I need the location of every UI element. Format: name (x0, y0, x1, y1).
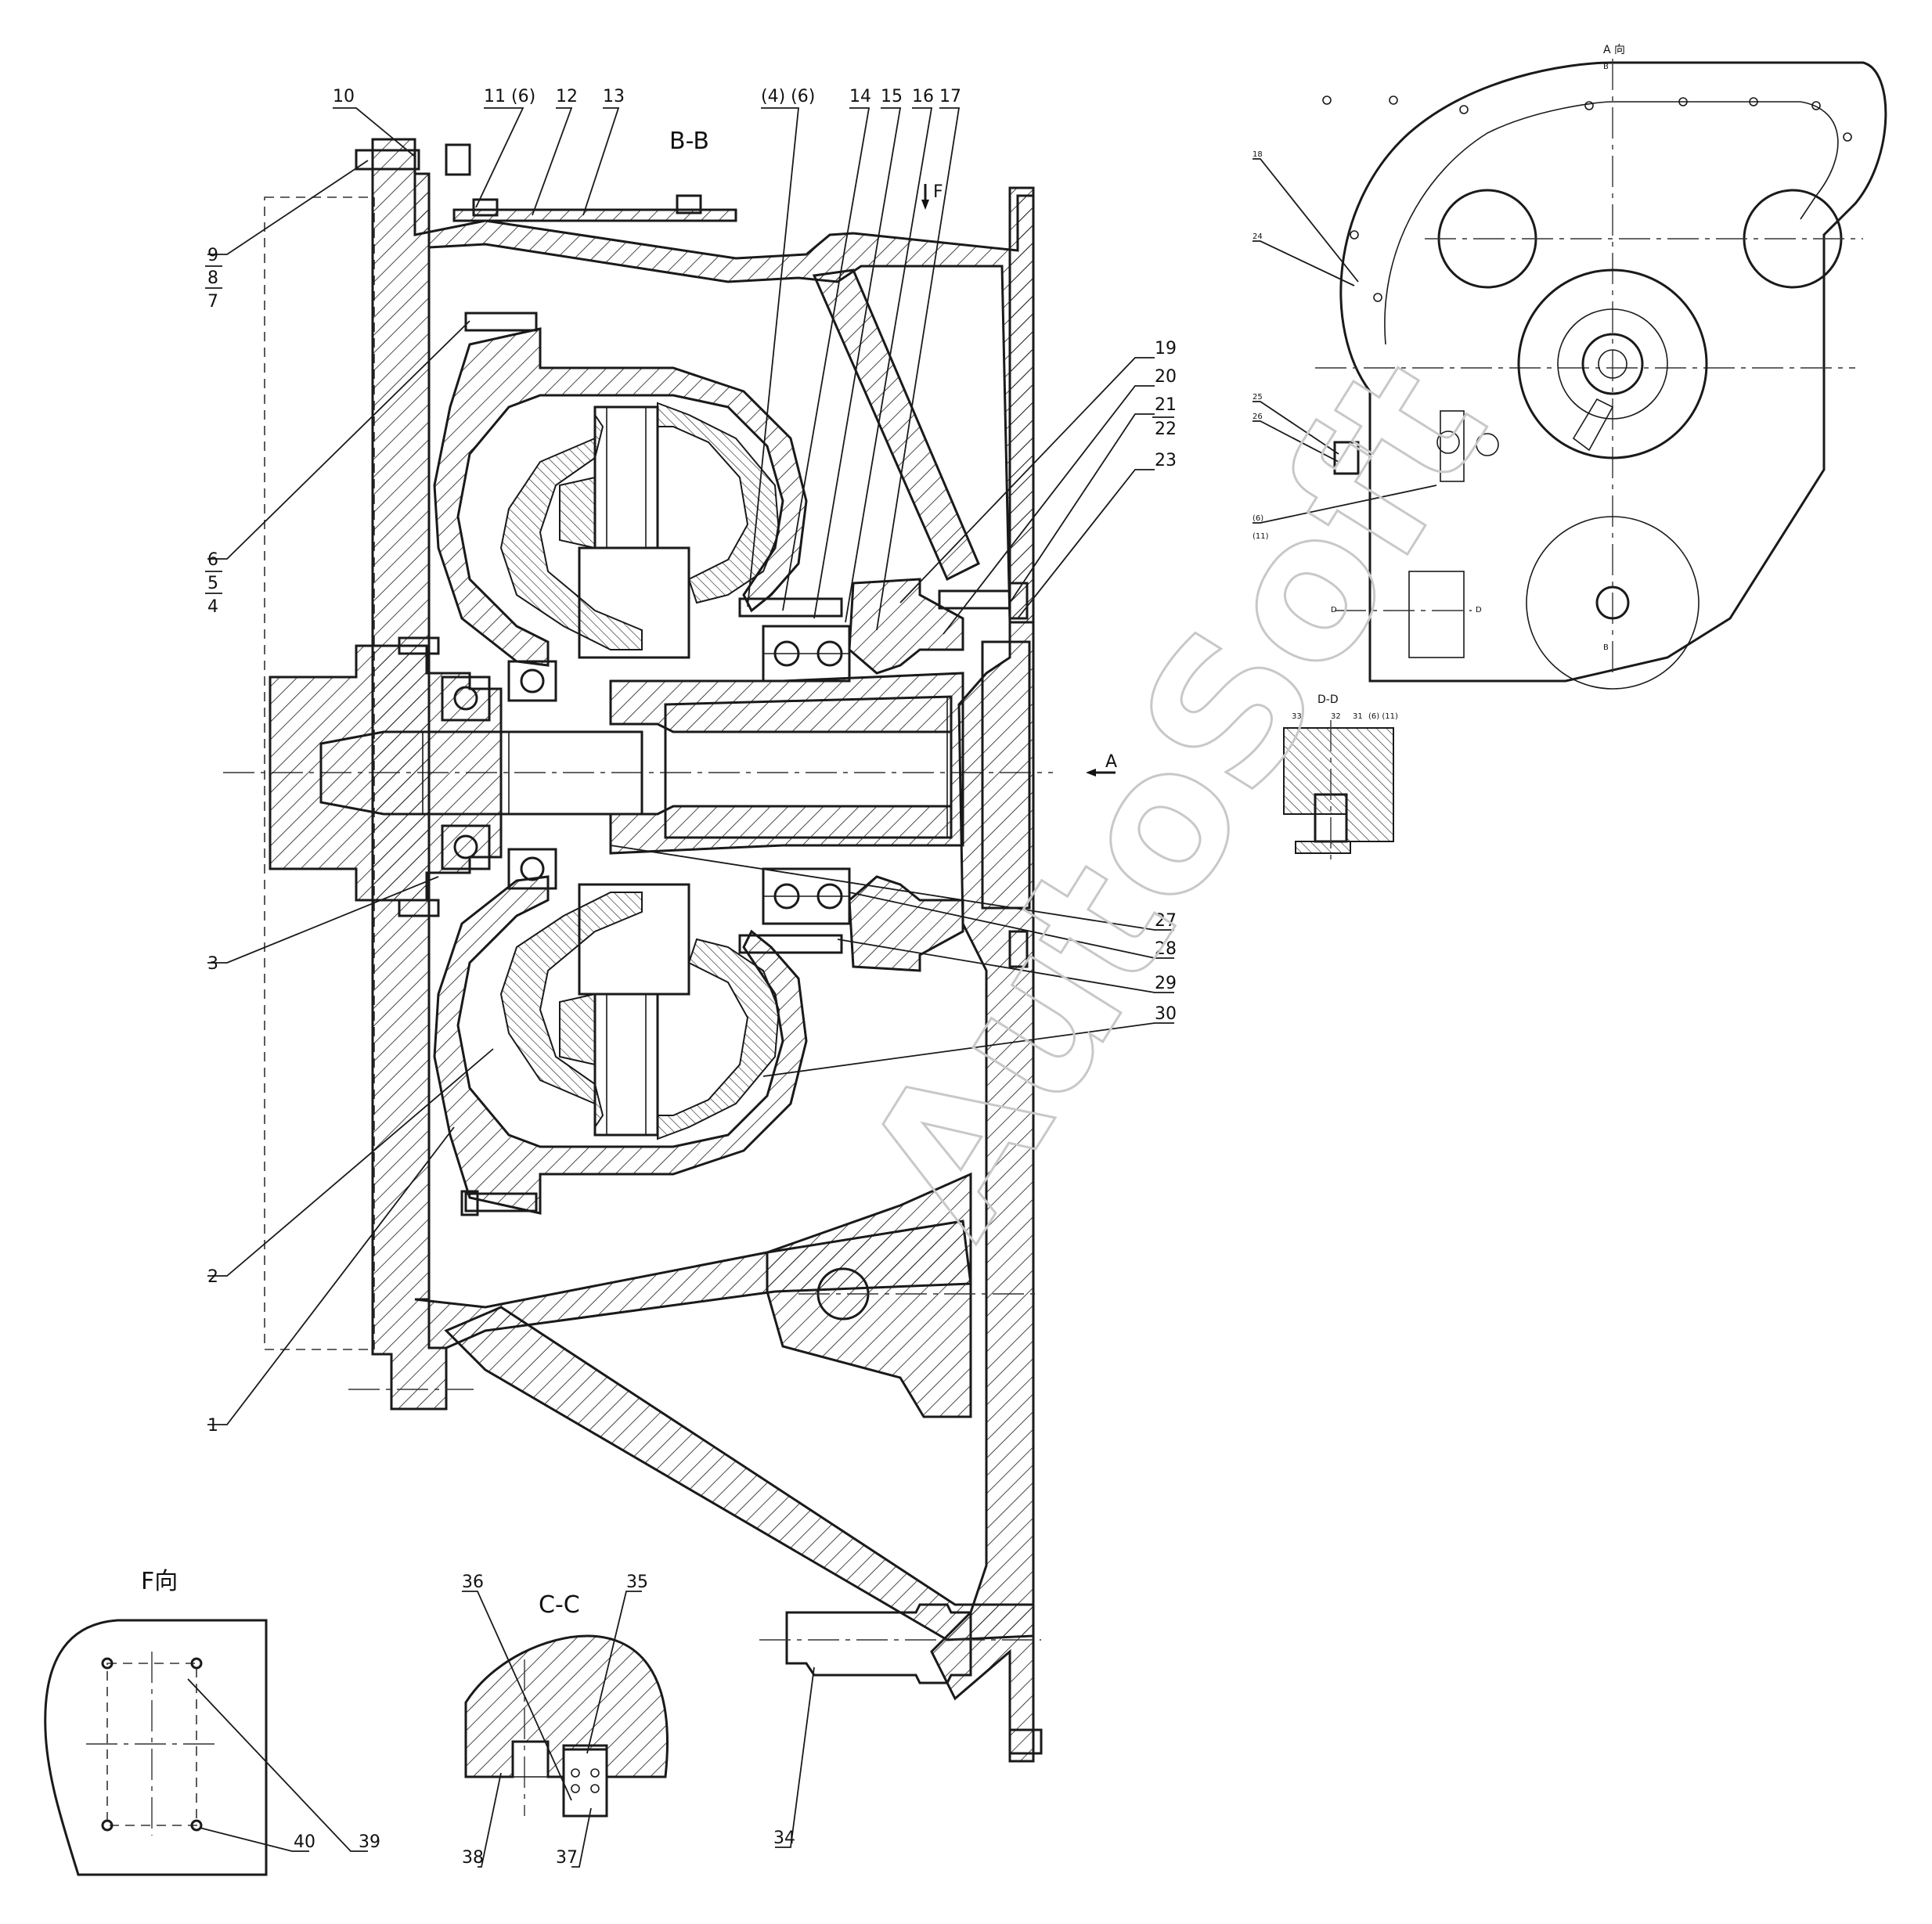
view-a-callout-6: (6) (1253, 514, 1263, 523)
callout-11: 11 (6) (484, 87, 535, 106)
drain-fitting (785, 1603, 972, 1684)
view-f-outline (44, 1619, 268, 1876)
callout-29: 29 (1155, 974, 1177, 993)
callout-21: 21 (1155, 395, 1177, 415)
view-a-callout-26: 26 (1253, 413, 1263, 421)
seal-housing-upper (848, 578, 964, 675)
blade-upper (593, 405, 659, 549)
top-cover-plate (452, 208, 737, 222)
callout-15: 15 (881, 87, 903, 106)
callout-35: 35 (626, 1573, 648, 1592)
seal-housing-lower (848, 875, 964, 972)
callout-5: 5 (207, 574, 218, 593)
foot-pad (1008, 1728, 1043, 1755)
callout-22: 22 (1155, 420, 1177, 439)
a-arrow-head (1086, 769, 1096, 776)
callout-10: 10 (333, 87, 355, 106)
callout-40: 40 (294, 1832, 315, 1852)
callout-36: 36 (462, 1573, 484, 1592)
view-f-title: F向 (141, 1568, 178, 1595)
output-shaft (609, 672, 964, 855)
section-d-callout-32: 32 (1331, 712, 1341, 721)
callout-16: 16 (912, 87, 934, 106)
view-a-outline (1339, 61, 1887, 683)
f-marker: F (933, 182, 943, 202)
core-ring-upper (559, 476, 596, 549)
main-section-view: F A B-B (223, 128, 1117, 1763)
engine-outline (264, 196, 375, 1350)
view-a-cut-b-bottom: B (1603, 643, 1609, 652)
coupling-casing-lower (433, 875, 808, 1215)
blade-lower-inner (606, 993, 647, 1136)
main-section-title: B-B (669, 128, 709, 155)
callout-38: 38 (462, 1848, 484, 1868)
section-d: D-D 33 32 31 (6) (11) (1283, 694, 1398, 861)
view-f: F向 39 40 (44, 1568, 380, 1876)
view-a-cut-d-left: D (1331, 606, 1337, 614)
callout-37: 37 (556, 1848, 578, 1868)
callout-4-6: (4) (6) (761, 87, 815, 106)
section-c: C-C 36 35 38 37 (462, 1573, 669, 1868)
section-d-callout-33: 33 (1292, 712, 1302, 721)
callout-8: 8 (207, 268, 218, 288)
callout-20: 20 (1155, 367, 1177, 387)
input-hub (269, 644, 503, 902)
section-d-title: D-D (1317, 694, 1339, 706)
runner-hub-upper (578, 546, 690, 659)
view-a-title: A 向 (1603, 44, 1625, 56)
callout-27: 27 (1155, 911, 1177, 931)
section-d-callout-6-11: (6) (11) (1368, 712, 1398, 721)
view-a-cut-d-right: D (1476, 606, 1482, 614)
callout-34: 34 (773, 1829, 795, 1848)
runner-lower (657, 938, 780, 1140)
callout-17: 17 (939, 87, 961, 106)
callout-23: 23 (1155, 451, 1177, 470)
a-marker: A (1105, 752, 1117, 772)
bolts (355, 143, 1029, 1216)
callout-4: 4 (207, 597, 218, 617)
view-a-lower-circle (1526, 516, 1700, 690)
view-a-callout-25: 25 (1253, 393, 1263, 402)
view-a-callout-24: 24 (1253, 232, 1263, 241)
section-d-plug (1295, 841, 1351, 854)
callout-14: 14 (849, 87, 871, 106)
section-c-cavity (562, 1744, 608, 1818)
callout-6: 6 (207, 550, 218, 570)
runner-hub-lower (578, 883, 690, 996)
callout-13: 13 (603, 87, 625, 106)
callout-12: 12 (556, 87, 578, 106)
f-arrow-head (921, 200, 929, 210)
view-a-boss (1517, 268, 1708, 459)
view-a-inner (1384, 101, 1839, 345)
section-c-title: C-C (539, 1591, 580, 1619)
impeller-lower (499, 892, 643, 1130)
output-shaft-bore (664, 695, 953, 839)
core-ring-lower (559, 993, 596, 1066)
section-d-callout-31: 31 (1353, 712, 1363, 721)
callout-28: 28 (1155, 939, 1177, 959)
view-a-callout-11: (11) (1253, 532, 1269, 541)
view-a-cut-b-top: B (1603, 63, 1609, 71)
runner-upper (657, 402, 780, 604)
impeller-upper (499, 412, 643, 650)
view-a: A 向 B B D D 18 (1253, 44, 1887, 690)
callout-1: 1 (207, 1416, 218, 1436)
upper-bearing-set (441, 625, 851, 722)
output-flange-face (981, 640, 1031, 910)
lower-bearing-set (441, 824, 851, 925)
main-callouts: 10 11 (6) 12 13 (4) (6) 14 15 16 17 9 8 … (205, 87, 1177, 1848)
callout-7: 7 (207, 292, 218, 312)
callout-9: 9 (207, 246, 218, 265)
callout-39: 39 (359, 1832, 380, 1852)
callout-30: 30 (1155, 1004, 1177, 1024)
callout-2: 2 (207, 1267, 218, 1287)
view-a-callout-18: 18 (1253, 150, 1263, 159)
coupling-casing-upper (433, 327, 808, 667)
blade-lower (593, 993, 659, 1137)
section-c-body (464, 1634, 669, 1778)
blade-upper-inner (606, 406, 647, 549)
callout-19: 19 (1155, 339, 1177, 358)
callout-3: 3 (207, 954, 218, 974)
